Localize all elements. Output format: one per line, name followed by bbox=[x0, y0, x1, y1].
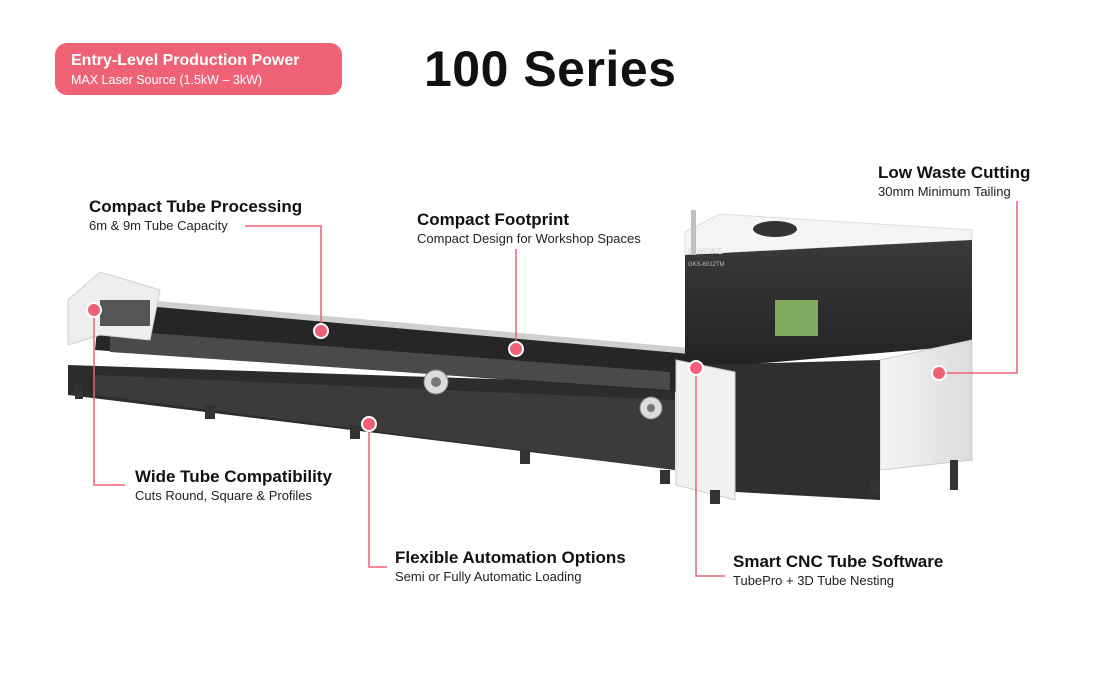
page-title: 100 Series bbox=[424, 41, 677, 97]
callout-title: Wide Tube Compatibility bbox=[135, 467, 332, 486]
callout-automation: Flexible Automation Options Semi or Full… bbox=[395, 548, 626, 586]
bed-front-face bbox=[95, 375, 675, 470]
leader-lines bbox=[93, 201, 1018, 577]
callout-cnc: Smart CNC Tube Software TubePro + 3D Tub… bbox=[733, 552, 943, 590]
bed-rail-top bbox=[100, 296, 690, 354]
series-badge: Entry-Level Production Power MAX Laser S… bbox=[55, 43, 342, 95]
cabinet-antenna bbox=[691, 210, 696, 255]
cabinet-feet bbox=[710, 460, 958, 504]
rear-chuck-spindle bbox=[100, 300, 150, 326]
callout-compact-footprint: Compact Footprint Compact Design for Wor… bbox=[417, 210, 641, 248]
bed-feet bbox=[75, 385, 670, 484]
machine-brand-label: G.WEIKE bbox=[688, 247, 723, 256]
callout-title: Flexible Automation Options bbox=[395, 548, 626, 567]
callout-title: Compact Footprint bbox=[417, 210, 570, 229]
front-loader-panel bbox=[675, 359, 736, 501]
callout-subtitle: 30mm Minimum Tailing bbox=[878, 184, 1011, 199]
bed-inner bbox=[110, 330, 670, 390]
badge-title: Entry-Level Production Power bbox=[71, 52, 300, 69]
callout-low-waste: Low Waste Cutting 30mm Minimum Tailing bbox=[878, 163, 1030, 201]
chuck-carriage-1 bbox=[423, 369, 449, 395]
cabinet-vent bbox=[753, 221, 797, 237]
cabinet-top bbox=[684, 213, 973, 256]
callout-subtitle: 6m & 9m Tube Capacity bbox=[89, 218, 228, 233]
cabinet-right-panel bbox=[879, 339, 973, 471]
callout-title: Smart CNC Tube Software bbox=[733, 552, 944, 571]
callout-title: Low Waste Cutting bbox=[878, 163, 1031, 182]
callout-subtitle: Cuts Round, Square & Profiles bbox=[135, 488, 313, 503]
cabinet-dark-face bbox=[685, 240, 972, 370]
chuck-carriage-2 bbox=[639, 396, 663, 420]
callout-wide-tube: Wide Tube Compatibility Cuts Round, Squa… bbox=[135, 467, 332, 505]
leader-dots bbox=[86, 302, 947, 432]
viewing-window bbox=[775, 300, 818, 336]
callout-subtitle: TubePro + 3D Tube Nesting bbox=[733, 573, 895, 588]
callout-title: Compact Tube Processing bbox=[89, 197, 303, 216]
cabinet-lower bbox=[700, 360, 880, 500]
callout-subtitle: Compact Design for Workshop Spaces bbox=[417, 231, 641, 246]
callout-subtitle: Semi or Fully Automatic Loading bbox=[395, 569, 582, 584]
callout-compact-tube: Compact Tube Processing 6m & 9m Tube Cap… bbox=[89, 197, 302, 235]
machine-model-label: GKS-6012TM bbox=[688, 262, 725, 268]
badge-subtitle: MAX Laser Source (1.5kW – 3kW) bbox=[71, 73, 263, 87]
